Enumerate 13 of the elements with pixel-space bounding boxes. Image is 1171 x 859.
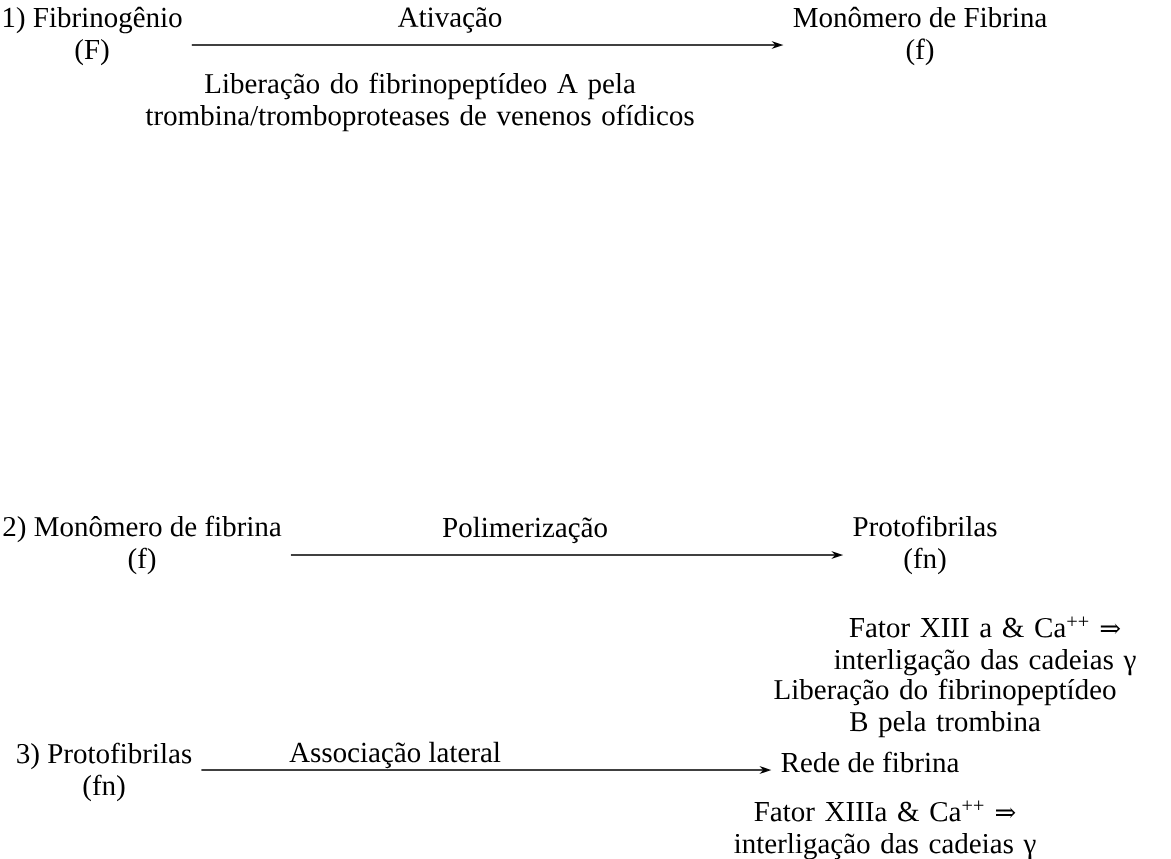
edge-label: Associação lateral	[289, 741, 501, 769]
edge-label: Polimerização	[442, 516, 607, 544]
edge-label: Ativação	[397, 7, 502, 33]
step-text: 1) Fibrinogênio (F)	[3, 6, 182, 66]
note-text: Fator XIIIa & Ca$^{++}$ ⇒ interligação das cadeias γ	[734, 800, 1036, 859]
note-text: Fator XIII a & Ca$^{++}$ ⇒ interligação das cadeias γ	[834, 616, 1136, 676]
step-text: Protofibrilas (fn)	[853, 515, 997, 575]
step-text: Rede de fibrina	[781, 751, 959, 773]
note-text: Liberação do fibrinopeptídeo A pela trombina/tromboproteases de venenos ofídicos	[145, 72, 694, 132]
step-text: 2) Monômero de fibrina (f)	[3, 515, 282, 575]
step-text: Monômero de Fibrina (f)	[793, 6, 1047, 66]
step-text: 3) Protofibrilas (fn)	[17, 742, 192, 802]
note-text: Liberação do fibrinopeptídeo B pela trombina	[774, 678, 1116, 738]
